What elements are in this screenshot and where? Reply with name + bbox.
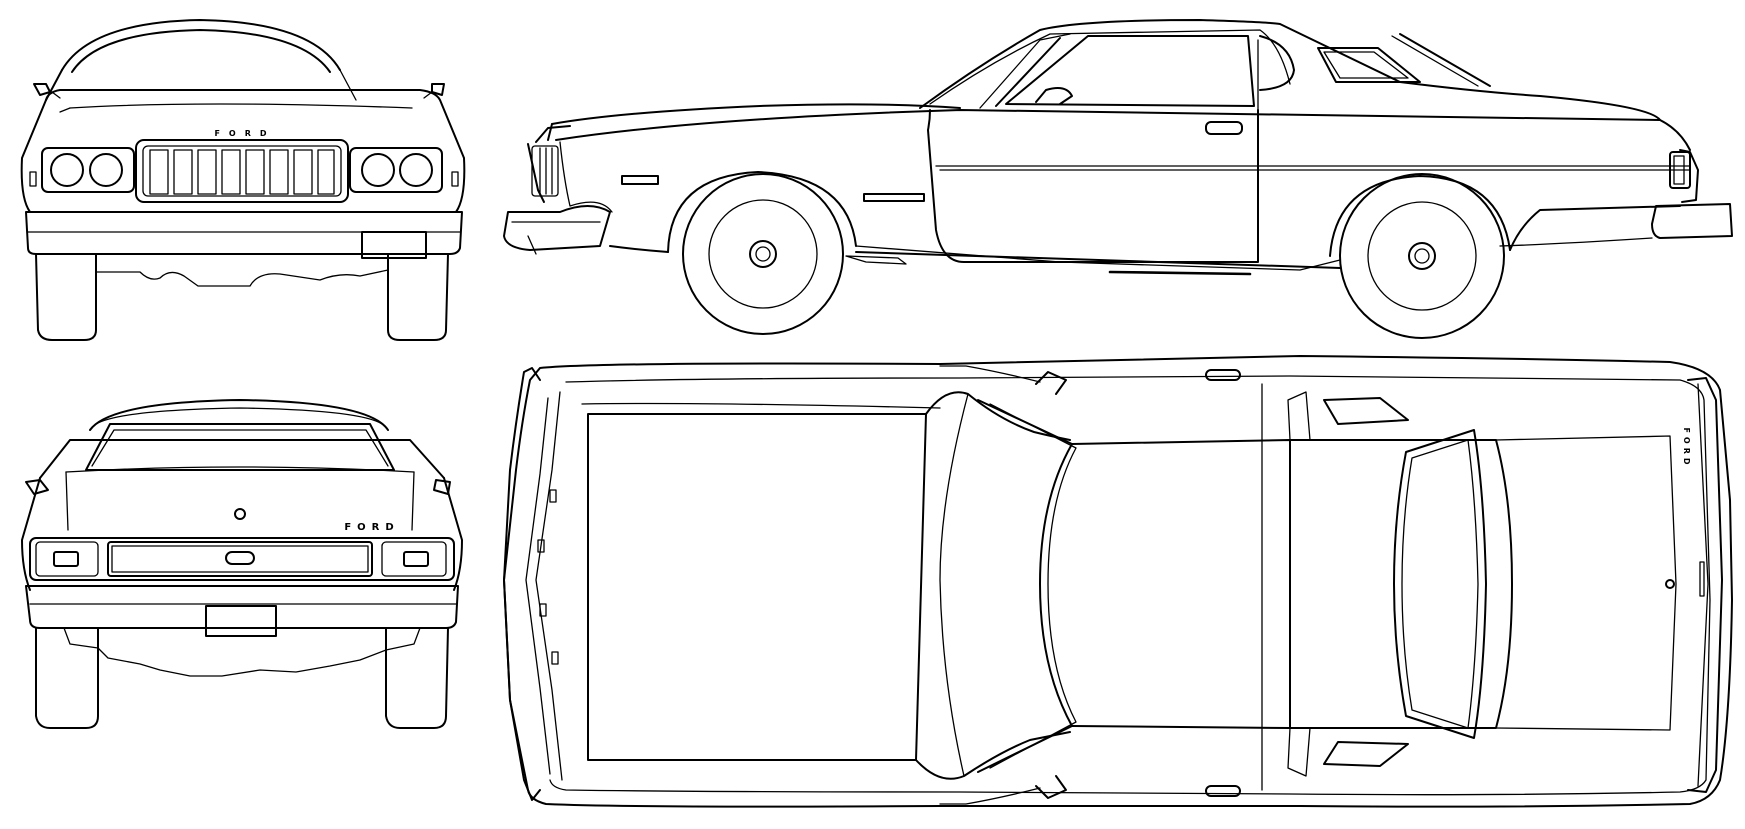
rear-wheel <box>1339 173 1505 339</box>
front-ford-badge: FORD <box>214 129 275 138</box>
front-license-plate <box>361 231 427 259</box>
rear-license-plate <box>205 605 277 637</box>
rear-view: FORD <box>21 399 463 729</box>
top-ford-badge: FORD <box>1682 427 1691 468</box>
top-view: FORD <box>503 355 1733 808</box>
rear-ford-badge: FORD <box>344 522 399 533</box>
side-view <box>503 19 1733 339</box>
front-grille-bars <box>149 149 335 195</box>
front-view: FORD <box>20 19 466 341</box>
front-wheel <box>682 173 844 335</box>
